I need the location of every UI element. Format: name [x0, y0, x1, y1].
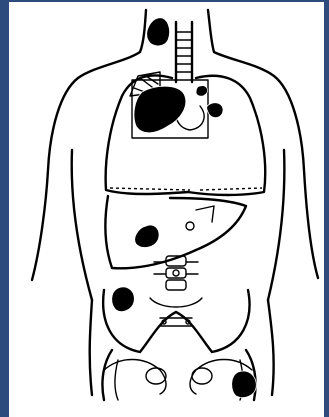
lesion-neck [147, 18, 170, 46]
lungs [106, 72, 266, 195]
spine [154, 256, 198, 290]
lesion-liver [135, 225, 159, 248]
lesion-femur [232, 371, 257, 397]
lesion-right-hilum [207, 103, 223, 118]
liver [105, 196, 246, 268]
lesion-hilum [196, 86, 208, 97]
trachea [176, 22, 192, 82]
lesion-pelvis [112, 287, 135, 312]
femurs [102, 350, 255, 400]
gallbladder [186, 222, 194, 230]
lesion-mediastinum [134, 86, 186, 133]
